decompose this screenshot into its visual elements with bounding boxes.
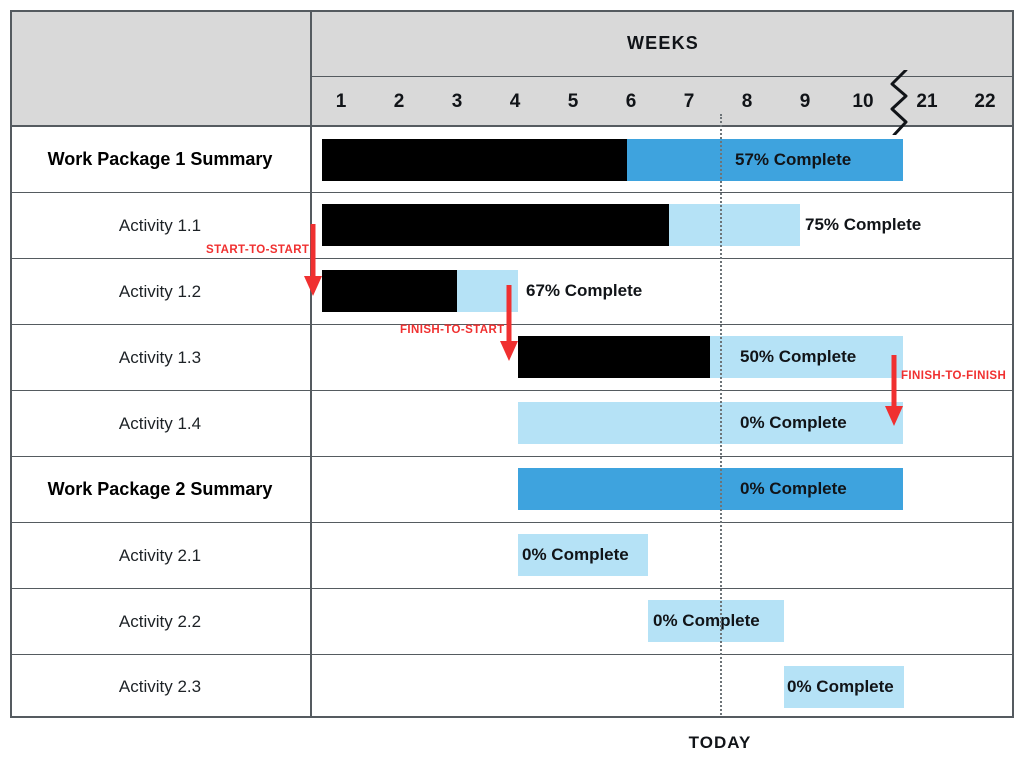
bar-percent-label: 57% Complete (735, 150, 852, 169)
gantt-bar[interactable] (784, 666, 904, 708)
gantt-row[interactable]: Activity 2.2 0% Complete (10, 589, 1014, 655)
gantt-bar[interactable] (322, 204, 800, 246)
gantt-bar[interactable] (518, 336, 903, 378)
week-tick-10: 10 (852, 91, 874, 112)
gantt-row[interactable]: Activity 2.3 0% Complete (10, 655, 1014, 718)
row-label-activity: Activity 1.3 (10, 325, 312, 390)
week-tick-8: 8 (741, 91, 753, 112)
gantt-bar[interactable] (518, 402, 903, 444)
week-tick-2: 2 (393, 91, 405, 112)
week-tick-1: 1 (335, 91, 347, 112)
gantt-row[interactable]: Activity 2.1 0% Complete (10, 523, 1014, 589)
bar-segment-ltblue (710, 336, 903, 378)
week-tick-6: 6 (625, 91, 637, 112)
gantt-bar[interactable] (518, 534, 648, 576)
gantt-row[interactable]: Activity 1.4 0% Complete (10, 391, 1014, 457)
dependency-label-finish-to-start: FINISH-TO-START (400, 324, 505, 336)
gantt-row[interactable]: Work Package 1 Summary 57% Complete (10, 127, 1014, 193)
gantt-row[interactable]: Work Package 2 Summary 0% Complete (10, 457, 1014, 523)
dependency-label-start-to-start: START-TO-START (206, 244, 310, 256)
row-label-activity: Activity 1.4 (10, 391, 312, 456)
gantt-row[interactable]: Activity 1.3 50% Complete (10, 325, 1014, 391)
gantt-bar[interactable] (648, 600, 784, 642)
bar-percent-label: 75% Complete (805, 215, 922, 234)
bar-percent-label: 50% Complete (740, 347, 857, 366)
bar-segment-blue (627, 139, 903, 181)
bar-segment-black (322, 270, 457, 312)
bar-percent-label: 0% Complete (740, 413, 847, 432)
bar-percent-label: 67% Complete (526, 281, 643, 300)
week-tick-7: 7 (683, 91, 695, 112)
week-tick-3: 3 (451, 91, 463, 112)
chart-frame (10, 10, 1014, 718)
gantt-bar[interactable] (322, 270, 518, 312)
dependency-label-finish-to-finish: FINISH-TO-FINISH (901, 370, 1007, 382)
gantt-bar[interactable] (322, 139, 903, 181)
row-label-activity: Activity 2.2 (10, 589, 312, 654)
week-tick-9: 9 (799, 91, 811, 112)
bar-segment-ltblue (669, 204, 800, 246)
bar-percent-label: 0% Complete (740, 479, 847, 498)
header-corner-cell (10, 10, 312, 127)
week-tick-21: 21 (916, 91, 938, 112)
bar-segment-blue (518, 468, 903, 510)
bar-segment-ltblue (648, 600, 784, 642)
row-label-summary: Work Package 1 Summary (10, 127, 312, 192)
row-label-activity: Activity 2.1 (10, 523, 312, 588)
week-tick-4: 4 (509, 91, 521, 112)
bar-percent-label: 0% Complete (522, 545, 629, 564)
row-label-activity: Activity 2.3 (10, 655, 312, 718)
bar-segment-black (322, 204, 669, 246)
bar-segment-ltblue (518, 534, 648, 576)
weeks-header-label: WEEKS (626, 32, 699, 53)
week-tick-5: 5 (567, 91, 579, 112)
bar-segment-black (518, 336, 710, 378)
bar-percent-label: 0% Complete (653, 611, 760, 630)
bar-segment-ltblue (784, 666, 904, 708)
bar-segment-black (322, 139, 627, 181)
bar-segment-ltblue (518, 402, 903, 444)
gantt-bar[interactable] (518, 468, 903, 510)
today-label: TODAY (688, 733, 752, 752)
bar-percent-label: 0% Complete (787, 677, 894, 696)
weeks-header: WEEKS (312, 10, 1014, 77)
row-label-summary: Work Package 2 Summary (10, 457, 312, 522)
week-tick-22: 22 (974, 91, 996, 112)
today-line (720, 114, 722, 718)
